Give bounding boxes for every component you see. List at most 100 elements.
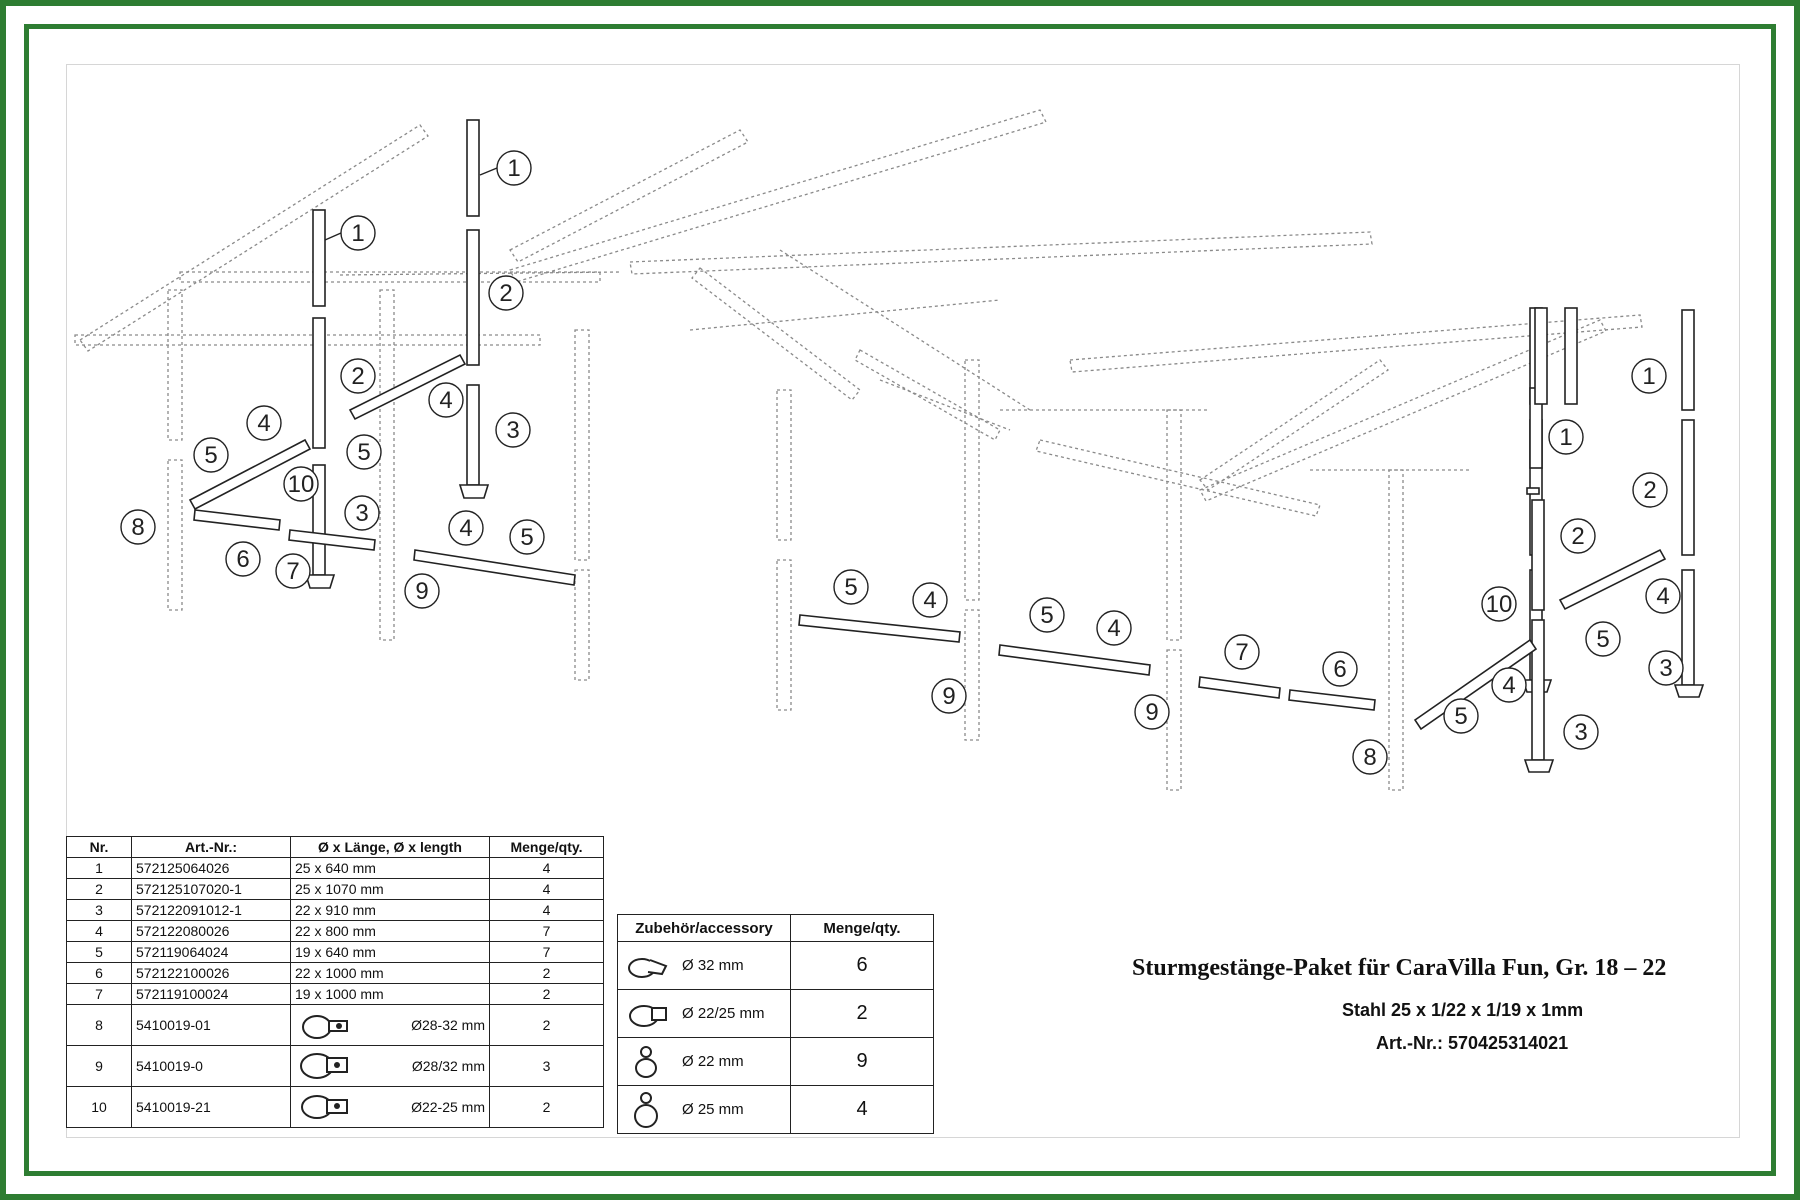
svg-text:8: 8 (131, 514, 144, 541)
svg-text:6: 6 (1333, 656, 1346, 683)
callout-3c: 3 (1563, 714, 1599, 750)
callout-4f: 4 (1491, 667, 1527, 703)
cell-dim: Ø28-32 mm (290, 1004, 490, 1046)
svg-text:4: 4 (257, 410, 270, 437)
cell-nr: 10 (66, 1086, 132, 1128)
callout-5a: 5 (193, 437, 229, 473)
callout-8b: 8 (1352, 739, 1388, 775)
callout-8a: 8 (120, 509, 156, 545)
cell-art: 5410019-0 (131, 1045, 291, 1087)
cell-accessory: Ø 22/25 mm (617, 989, 791, 1038)
cell-dim: 22 x 1000 mm (290, 962, 490, 984)
svg-text:5: 5 (1454, 703, 1467, 730)
svg-text:1: 1 (507, 155, 520, 182)
cell-art: 5410019-21 (131, 1086, 291, 1128)
svg-text:4: 4 (923, 587, 936, 614)
cell-nr: 5 (66, 941, 132, 963)
cell-dim: 22 x 910 mm (290, 899, 490, 921)
callout-5c: 5 (509, 519, 545, 555)
callout-10a: 10 (283, 466, 319, 502)
callout-4c: 4 (448, 510, 484, 546)
cell-dim: 25 x 640 mm (290, 857, 490, 879)
svg-text:2: 2 (1571, 523, 1584, 550)
callout-4d: 4 (912, 582, 948, 618)
cell-dim: 22 x 800 mm (290, 920, 490, 942)
pipe-clip-icon (629, 1004, 667, 1027)
callout-5f: 5 (1443, 698, 1479, 734)
material-spec: Stahl 25 x 1/22 x 1/19 x 1mm (1342, 1000, 1584, 1020)
cell-art: 572122091012-1 (131, 899, 291, 921)
page-title: Sturmgestänge-Paket für CaraVilla Fun, G… (1132, 955, 1667, 981)
clamp-icon (300, 1053, 348, 1079)
svg-text:3: 3 (1659, 655, 1672, 682)
callout-6b: 6 (1322, 651, 1358, 687)
callout-2a: 2 (488, 275, 524, 311)
fitting-size: Ø22-25 mm (411, 1099, 485, 1115)
svg-text:7: 7 (286, 558, 299, 585)
cell-qty: 4 (790, 1085, 934, 1134)
cell-accessory: Ø 25 mm (617, 1085, 791, 1134)
cell-art: 572122100026 (131, 962, 291, 984)
article-number: Art.-Nr.: 570425314021 (1376, 1033, 1569, 1053)
svg-text:10: 10 (1486, 591, 1513, 618)
svg-text:6: 6 (236, 546, 249, 573)
hook-clip-icon (634, 1091, 658, 1128)
cell-nr: 4 (66, 920, 132, 942)
cell-qty: 3 (489, 1045, 604, 1087)
cell-art: 572125107020-1 (131, 878, 291, 900)
cell-art: 572119100024 (131, 983, 291, 1005)
cell-qty: 7 (489, 920, 604, 942)
col-qty: Menge/qty. (489, 836, 604, 858)
parts-table: Nr. Art.-Nr.: Ø x Länge, Ø x length Meng… (66, 836, 604, 1128)
svg-text:2: 2 (499, 280, 512, 307)
callout-6a: 6 (225, 541, 261, 577)
col-nr: Nr. (66, 836, 132, 858)
storm-poles (188, 119, 1705, 773)
callout-3a: 3 (495, 412, 531, 448)
svg-text:4: 4 (459, 515, 472, 542)
cell-accessory: Ø 32 mm (617, 941, 791, 990)
svg-text:5: 5 (844, 574, 857, 601)
callout-1b: 1 (324, 215, 376, 251)
cell-accessory: Ø 22 mm (617, 1037, 791, 1086)
svg-text:1: 1 (1642, 363, 1655, 390)
accessory-size: Ø 25 mm (682, 1101, 744, 1118)
svg-text:2: 2 (351, 363, 364, 390)
callout-3b: 3 (344, 495, 380, 531)
cell-qty: 4 (489, 857, 604, 879)
cell-qty: 2 (489, 1004, 604, 1046)
cell-dim: Ø22-25 mm (290, 1086, 490, 1128)
pipe-clip-icon (628, 957, 668, 978)
cell-nr: 2 (66, 878, 132, 900)
cell-nr: 1 (66, 857, 132, 879)
cell-nr: 9 (66, 1045, 132, 1087)
callout-1c: 1 (1548, 419, 1584, 455)
svg-text:9: 9 (415, 578, 428, 605)
callout-4b: 4 (428, 382, 464, 418)
table-row: Ø 25 mm 4 (617, 1085, 934, 1134)
cell-dim: Ø28/32 mm (290, 1045, 490, 1087)
callout-2c: 2 (1560, 518, 1596, 554)
callout-4e: 4 (1096, 610, 1132, 646)
callout-3d: 3 (1648, 650, 1684, 686)
svg-text:3: 3 (506, 417, 519, 444)
col-qty: Menge/qty. (790, 914, 934, 942)
callout-7a: 7 (275, 553, 311, 589)
svg-text:4: 4 (1107, 615, 1120, 642)
accessory-size: Ø 22/25 mm (682, 1005, 765, 1022)
svg-text:5: 5 (1040, 602, 1053, 629)
cell-art: 5410019-01 (131, 1004, 291, 1046)
svg-text:4: 4 (1656, 583, 1669, 610)
svg-text:10: 10 (288, 471, 315, 498)
svg-text:2: 2 (1643, 477, 1656, 504)
